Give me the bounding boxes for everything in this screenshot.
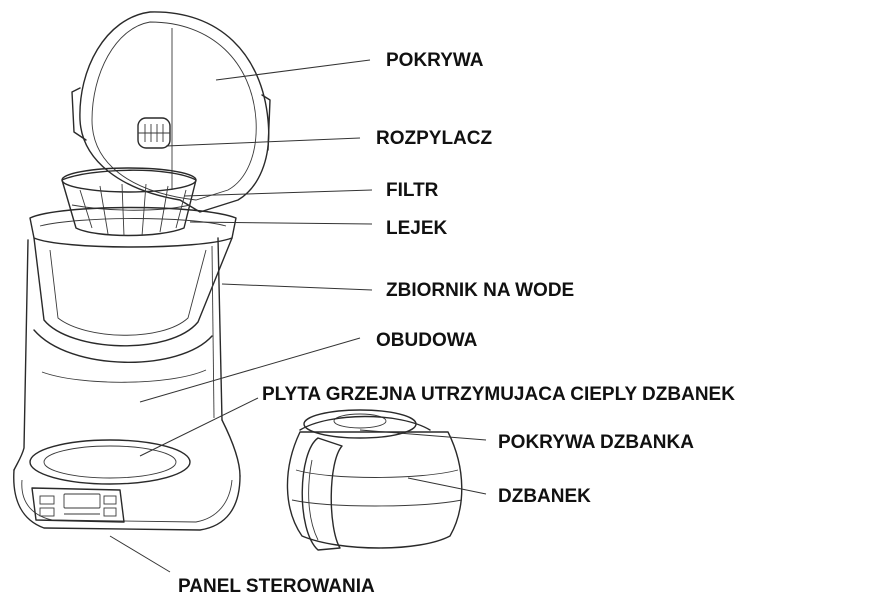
label-lejek: LEJEK <box>386 218 448 239</box>
leader-lejek <box>189 221 373 225</box>
label-filtr: FILTR <box>386 180 439 201</box>
leader-dzbanek <box>407 477 487 495</box>
lid-drawing <box>71 11 271 213</box>
leader-pokrywa-dzbanka <box>359 429 487 441</box>
label-obudowa: OBUDOWA <box>376 330 478 351</box>
warming-plate-drawing <box>13 439 241 531</box>
label-rozpylacz: ROZPYLACZ <box>376 128 493 149</box>
leader-plyta <box>139 397 259 457</box>
housing-drawing <box>13 239 241 477</box>
label-zbiornik: ZBIORNIK NA WODE <box>386 280 574 301</box>
label-dzbanek: DZBANEK <box>498 486 591 507</box>
control-panel-drawing <box>31 487 125 523</box>
coffee-maker-illustration <box>13 11 271 531</box>
filter-drawing <box>61 167 197 237</box>
label-panel: PANEL STEROWANIA <box>178 576 375 597</box>
leader-obudowa <box>139 337 361 403</box>
leader-panel <box>109 535 171 573</box>
water-tank-drawing <box>33 237 233 421</box>
leader-zbiornik <box>221 283 373 291</box>
carafe-illustration <box>286 409 463 551</box>
leader-rozpylacz <box>165 137 361 147</box>
funnel-drawing <box>29 206 237 248</box>
label-pokrywa: POKRYWA <box>386 50 484 71</box>
leader-filtr <box>183 189 373 197</box>
label-plyta: PLYTA GRZEJNA UTRZYMUJACA CIEPLY DZBANEK <box>262 384 735 405</box>
leader-lines <box>109 59 487 573</box>
leader-pokrywa <box>215 59 371 81</box>
labels: POKRYWA ROZPYLACZ FILTR LEJEK ZBIORNIK N… <box>178 50 735 597</box>
label-pokrywa-dzbanka: POKRYWA DZBANKA <box>498 432 694 453</box>
